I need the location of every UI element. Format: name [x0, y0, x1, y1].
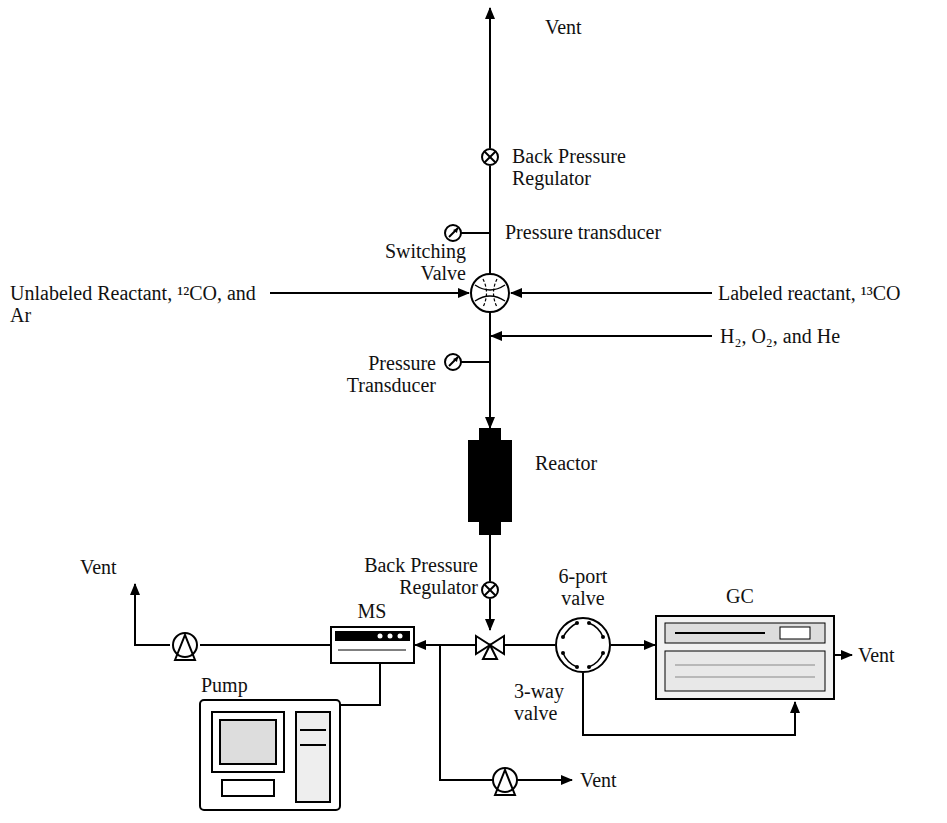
pipe-connector	[489, 599, 491, 630]
regulator-symbol: Back Pressure Regulator	[481, 148, 499, 166]
node-shape	[470, 273, 510, 313]
node-shape	[655, 615, 835, 700]
reactor: Reactor	[465, 428, 515, 535]
node-shape	[465, 428, 515, 535]
label-text: Labeled reactant, ¹³CO	[718, 282, 940, 304]
node-label: Back Pressure Regulator	[512, 145, 652, 189]
node-shape	[170, 630, 200, 660]
label-text: Vent	[80, 556, 130, 578]
switching-valve: Switching Valve	[470, 273, 510, 313]
label-text: Unlabeled Reactant, ¹²CO, and Ar	[10, 282, 265, 326]
pipe-connector	[489, 313, 491, 428]
label-text: Pressure transducer	[505, 221, 705, 243]
node-label: MS	[332, 600, 412, 622]
node-label: 3-way valve	[514, 680, 576, 724]
pipe-connector	[489, 166, 491, 273]
three-way-valve: 3-way valve	[475, 630, 505, 660]
node-label: Back Pressure Regulator	[340, 554, 478, 598]
node-label: Switching Valve	[356, 240, 466, 284]
pipe-connector	[415, 644, 475, 646]
gc-instrument: GC	[655, 615, 835, 700]
ms-instrument: MS	[330, 626, 415, 664]
node-label: GC	[700, 585, 780, 607]
label-text: Vent	[580, 769, 640, 791]
node-shape	[481, 148, 499, 166]
six-port-valve: 6-port valve	[555, 617, 611, 673]
pipe-connector	[505, 644, 555, 646]
label-text: Vent	[545, 16, 605, 38]
node-shape	[555, 617, 611, 673]
node-label: Reactor	[535, 452, 625, 474]
label-text: H₂, O₂, and He	[720, 325, 920, 347]
pipe-connector	[489, 535, 491, 581]
node-shape	[475, 630, 505, 660]
node-shape	[481, 581, 499, 599]
regulator-symbol: Back Pressure Regulator	[481, 581, 499, 599]
node-label: 6-port valve	[538, 565, 628, 609]
label-text: Pressure Transducer	[326, 352, 436, 396]
pipe-connector	[611, 644, 655, 646]
label-text: Vent	[858, 644, 918, 666]
node-shape	[330, 626, 415, 664]
pipe-connector	[200, 644, 330, 646]
pump-symbol: Pump	[170, 630, 200, 660]
node-label: Pump	[201, 674, 261, 696]
